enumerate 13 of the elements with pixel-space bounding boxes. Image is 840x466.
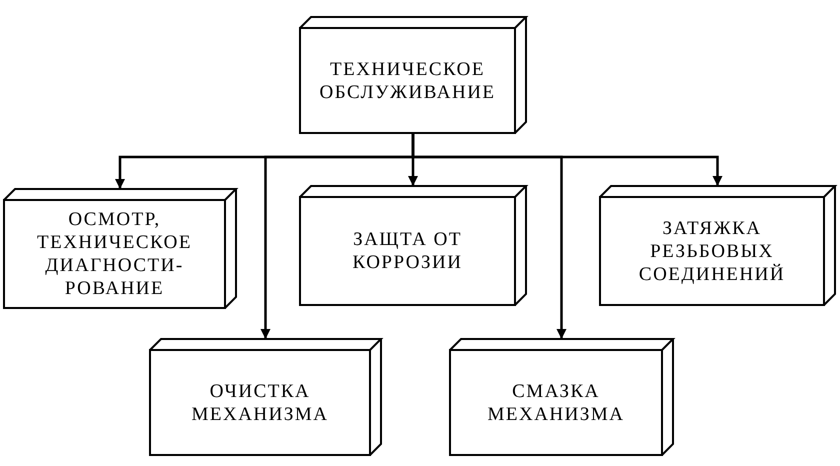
block-label: ЗАТЯЖКА РЕЗЬБОВЫХ СОЕДИНЕНИЙ <box>638 216 786 286</box>
block-label: ЗАЩТА ОТ КОРРОЗИИ <box>352 228 464 274</box>
arrow <box>412 133 722 186</box>
process-block <box>600 186 835 305</box>
block-label: СМАЗКА МЕХАНИЗМА <box>486 380 626 426</box>
process-block <box>300 17 526 133</box>
block-label: ОСМОТР, ТЕХНИЧЕСКОЕ ДИАГНОСТИ-РОВАНИЕ <box>36 208 194 300</box>
process-block <box>300 186 526 305</box>
process-block <box>150 339 381 455</box>
process-block <box>4 189 236 308</box>
process-block <box>450 339 673 455</box>
block-label: ОЧИСТКА МЕХАНИЗМА <box>190 380 330 426</box>
block-label: ТЕХНИЧЕСКОЕ ОБСЛУЖИВАНИЕ <box>318 58 497 104</box>
